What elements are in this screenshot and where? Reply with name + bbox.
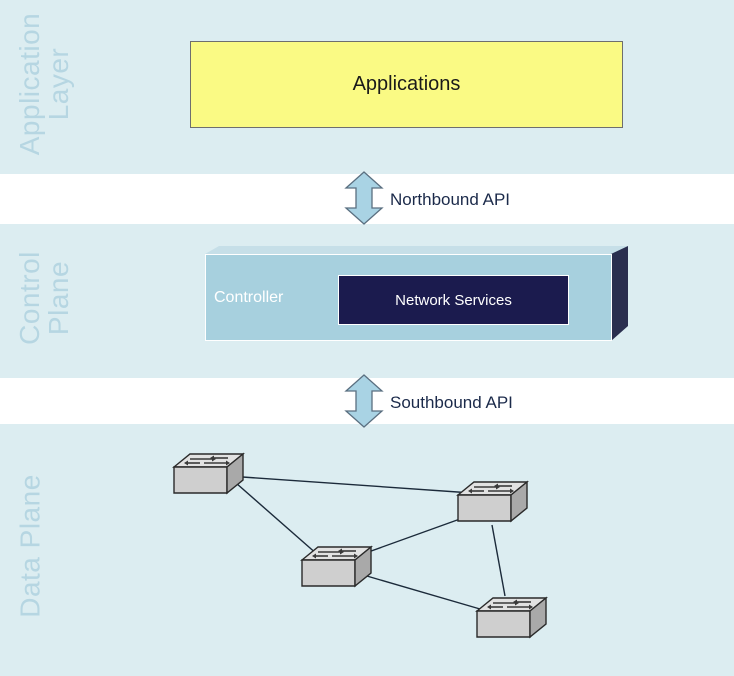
controller-side-face xyxy=(611,246,628,341)
link-3-4 xyxy=(491,524,506,597)
link-1-2 xyxy=(227,475,319,556)
link-2-4 xyxy=(359,573,481,610)
switch-1-icon xyxy=(173,453,244,494)
switch-3-icon xyxy=(457,481,528,522)
applications-label: Applications xyxy=(352,73,461,95)
applications-box: Applications xyxy=(190,41,623,128)
network-services-label: Network Services xyxy=(395,291,512,309)
network-services-box: Network Services xyxy=(338,275,569,325)
switch-4-icon xyxy=(476,597,547,638)
northbound-arrow-icon xyxy=(344,171,384,225)
southbound-api-label: Southbound API xyxy=(390,393,513,412)
southbound-arrow-icon xyxy=(344,374,384,428)
switch-2-icon xyxy=(301,546,372,587)
controller-label: Controller xyxy=(214,289,284,306)
controller-top-face xyxy=(205,246,628,254)
link-2-3 xyxy=(359,518,461,556)
northbound-api-label: Northbound API xyxy=(390,190,511,209)
link-1-3 xyxy=(227,475,473,494)
